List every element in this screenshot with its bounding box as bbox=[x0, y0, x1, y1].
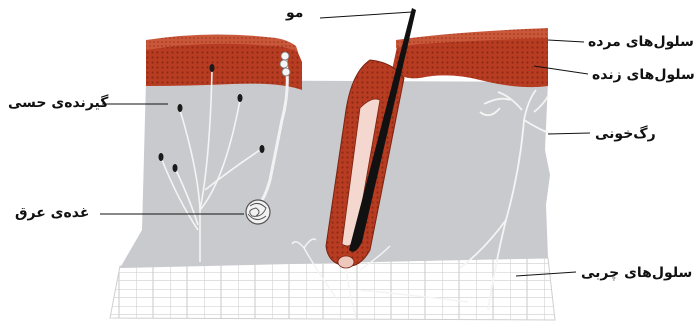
label-sweat-gland: غده‌ی عرق bbox=[15, 206, 89, 220]
label-blood-vessel: رگ‌خونی bbox=[595, 127, 656, 141]
fat-layer bbox=[110, 258, 555, 320]
label-dead-cells: سلول‌های مرده bbox=[588, 35, 694, 49]
label-sensory-receptor: گیرنده‌ی حسی bbox=[8, 96, 108, 110]
label-live-cells: سلول‌های زنده bbox=[592, 68, 695, 82]
label-hair: مو bbox=[286, 6, 303, 20]
label-fat-cells: سلول‌های چربی bbox=[581, 266, 692, 280]
